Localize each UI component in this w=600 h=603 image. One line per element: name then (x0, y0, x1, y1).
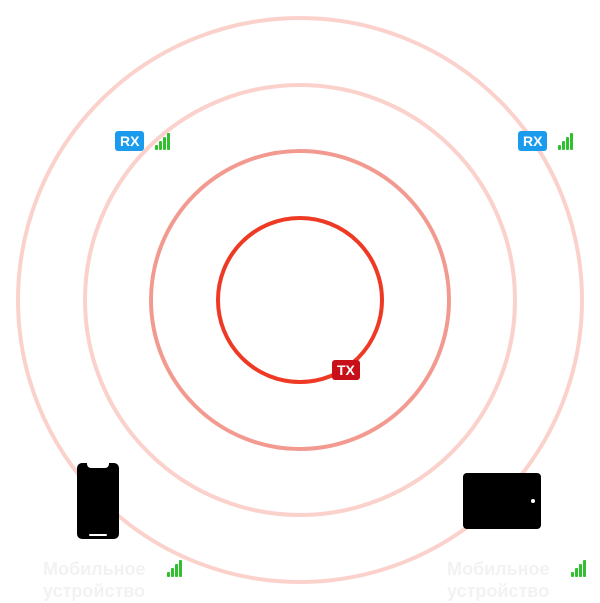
ring-inner (216, 216, 384, 384)
signal-strength-icon (558, 132, 576, 150)
signal-strength-icon (155, 132, 173, 150)
device-label-right-line1: Мобильное (447, 559, 550, 579)
rx-badge-right: RX (518, 131, 548, 151)
smartphone-icon (77, 463, 119, 539)
ring-outer (16, 16, 584, 584)
tx-badge: TX (332, 360, 360, 380)
ring-third (83, 83, 517, 517)
device-label-left-line2: устройство (43, 581, 146, 601)
signal-strength-icon (571, 559, 589, 577)
device-label-right-line2: устройство (447, 581, 550, 601)
ring-second (149, 149, 451, 451)
tablet-icon (463, 473, 541, 529)
signal-strength-icon (167, 559, 185, 577)
rx-badge-left: RX (115, 131, 145, 151)
device-label-left-line1: Мобильное (43, 559, 146, 579)
